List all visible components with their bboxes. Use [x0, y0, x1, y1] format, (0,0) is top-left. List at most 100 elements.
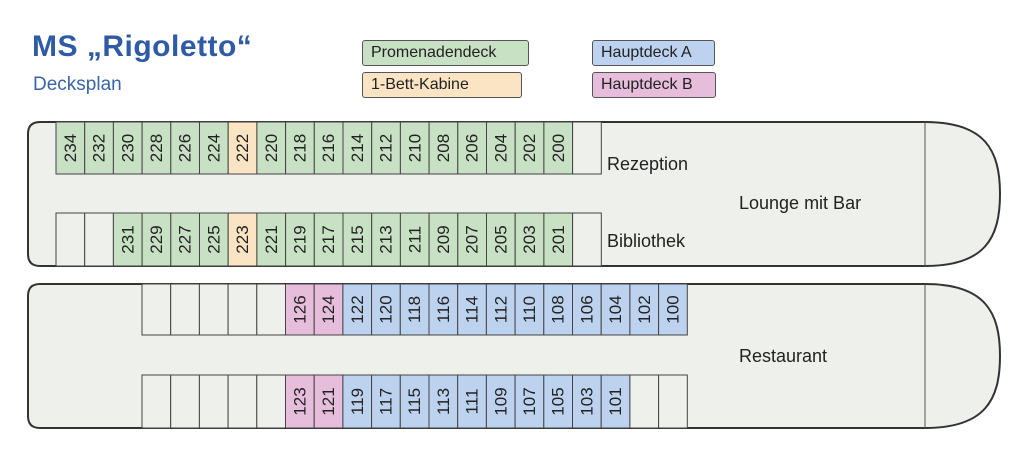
legend-hauptdeck-a: Hauptdeck A: [592, 40, 715, 66]
cabin-216: [313, 121, 344, 175]
restaurant-label: Restaurant: [739, 346, 827, 366]
cabin-empty: [572, 121, 602, 175]
cabin-103: [572, 374, 602, 429]
cabin-number: 102: [635, 295, 654, 323]
cabin-number: 117: [377, 388, 396, 415]
cabin-124: [313, 283, 344, 336]
cabin-empty: [256, 283, 286, 336]
cabin-empty: [629, 374, 660, 429]
cabin-228: [141, 121, 172, 175]
cabin-number: 218: [291, 134, 310, 162]
cabin-empty: [658, 374, 688, 429]
cabin-106: [572, 283, 602, 336]
cabin-205: [486, 212, 516, 267]
cabin-number: 111: [463, 389, 482, 415]
legend-hauptdeck-b: Hauptdeck B: [592, 72, 716, 98]
cabin-217: [313, 212, 344, 267]
legend-promenadendeck: Promenadendeck: [362, 40, 529, 66]
page-subtitle: Decksplan: [33, 74, 122, 95]
cabin-empty: [198, 374, 229, 429]
cabin-empty: [55, 212, 86, 267]
cabin-116: [428, 283, 459, 336]
cabin-number: 223: [233, 225, 252, 253]
legend-einzelkabine: 1-Bett-Kabine: [362, 72, 522, 98]
cabin-number: 120: [377, 295, 396, 323]
cabin-number: 216: [319, 134, 338, 162]
cabin-101: [600, 374, 631, 429]
cabin-232: [84, 121, 114, 175]
cabin-222: [227, 121, 258, 175]
cabin-number: 215: [348, 225, 367, 253]
cabin-117: [371, 374, 401, 429]
cabin-number: 211: [405, 226, 424, 253]
cabin-223: [227, 212, 258, 267]
cabin-113: [428, 374, 459, 429]
cabin-123: [285, 374, 315, 429]
cabin-115: [399, 374, 430, 429]
cabin-number: 207: [463, 225, 482, 253]
cabin-109: [485, 374, 516, 429]
lounge-label: Lounge mit Bar: [739, 193, 861, 213]
cabin-231: [112, 212, 143, 267]
cabin-number: 202: [520, 134, 539, 162]
cabin-number: 113: [434, 388, 453, 415]
cabin-number: 114: [463, 296, 482, 323]
cabin-empty: [170, 374, 200, 429]
cabin-number: 103: [577, 387, 596, 415]
cabin-number: 206: [463, 134, 482, 162]
cabin-number: 203: [520, 225, 539, 253]
cabin-number: 209: [434, 225, 453, 253]
cabin-number: 124: [319, 295, 338, 323]
cabin-number: 109: [491, 387, 510, 415]
cabin-213: [371, 212, 401, 267]
cabin-number: 208: [434, 134, 453, 162]
cabin-219: [285, 212, 315, 267]
cabin-number: 231: [118, 225, 137, 253]
cabin-112: [485, 283, 516, 336]
cabin-number: 110: [520, 296, 539, 323]
cabin-number: 105: [549, 387, 568, 415]
cabin-number: 204: [491, 134, 510, 162]
cabin-number: 230: [118, 134, 137, 162]
cabin-empty: [227, 283, 258, 336]
cabin-number: 224: [204, 134, 223, 162]
cabin-number: 221: [262, 225, 281, 253]
cabin-number: 212: [377, 134, 396, 162]
cabin-206: [457, 121, 487, 175]
cabin-229: [141, 212, 172, 267]
cabin-102: [629, 283, 660, 336]
cabin-230: [112, 121, 143, 175]
cabin-number: 226: [176, 134, 195, 162]
cabin-120: [371, 283, 401, 336]
cabin-number: 123: [290, 387, 309, 415]
cabin-number: 217: [319, 225, 338, 253]
cabin-empty: [84, 212, 114, 267]
cabin-226: [170, 121, 201, 175]
cabin-number: 229: [147, 225, 166, 253]
cabin-empty: [227, 374, 258, 429]
cabin-211: [399, 212, 430, 267]
cabin-207: [457, 212, 487, 267]
cabin-number: 104: [606, 295, 625, 323]
cabin-empty: [198, 283, 229, 336]
cabin-100: [658, 283, 688, 336]
cabin-number: 122: [348, 295, 367, 323]
cabin-empty: [141, 374, 172, 429]
cabin-118: [399, 283, 430, 336]
cabin-121: [313, 374, 344, 429]
cabin-number: 100: [664, 295, 683, 323]
cabin-number: 119: [348, 388, 367, 415]
cabin-114: [457, 283, 487, 336]
cabin-104: [600, 283, 631, 336]
cabin-number: 232: [90, 134, 109, 162]
cabin-number: 112: [491, 296, 510, 323]
cabin-number: 222: [233, 134, 252, 162]
cabin-number: 214: [348, 134, 367, 162]
cabin-210: [399, 121, 430, 175]
cabin-number: 205: [491, 225, 510, 253]
cabin-number: 108: [549, 295, 568, 323]
cabin-number: 200: [549, 134, 568, 162]
cabin-208: [428, 121, 459, 175]
